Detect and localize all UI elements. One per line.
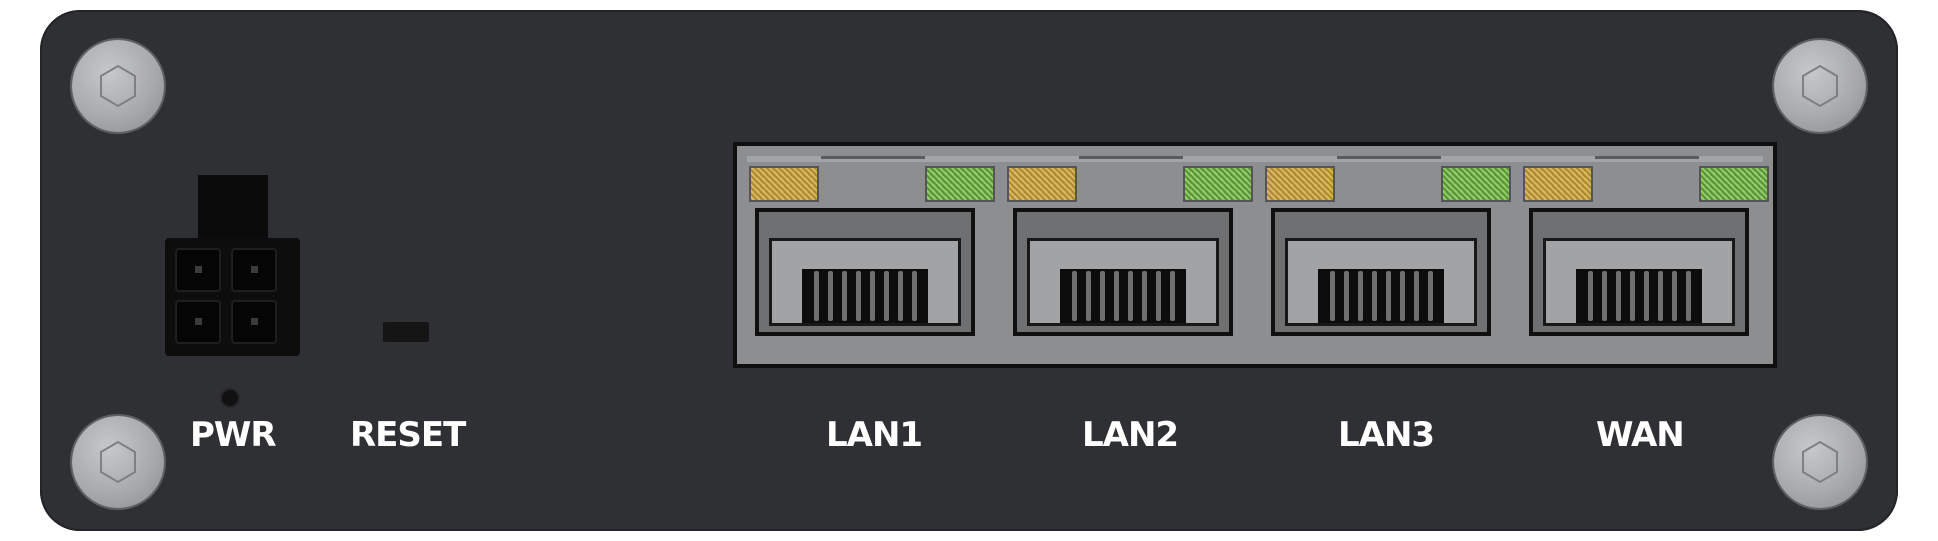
power-led-indicator: [222, 390, 238, 406]
rj45-contact-pin: [1100, 271, 1105, 321]
green-led-indicator: [1699, 166, 1769, 202]
port-lan1[interactable]: [737, 146, 995, 364]
led-divider: [1337, 156, 1441, 170]
green-led-indicator: [1441, 166, 1511, 202]
rj45-contact-pin: [1672, 271, 1677, 321]
port-wan[interactable]: [1511, 146, 1769, 364]
rj45-contact-pin: [1386, 271, 1391, 321]
power-pin: [175, 300, 221, 344]
rj45-contacts: [1576, 269, 1702, 323]
rj45-contact-pin: [1330, 271, 1335, 321]
rj45-jack[interactable]: [1529, 208, 1749, 336]
screw-top-right-icon: [1774, 40, 1866, 132]
lan3-label: LAN3: [1338, 415, 1435, 455]
power-pin: [231, 248, 277, 292]
rj45-contact-pin: [1372, 271, 1377, 321]
rj45-contact-pin: [1128, 271, 1133, 321]
rj45-contact-pin: [856, 271, 861, 321]
rj45-contact-pin: [1142, 271, 1147, 321]
amber-led-indicator: [1265, 166, 1335, 202]
power-connector-latch: [198, 175, 268, 243]
rj45-contact-pin: [1072, 271, 1077, 321]
rj45-contact-pin: [1156, 271, 1161, 321]
rj45-contact-pin: [1428, 271, 1433, 321]
wan-label: WAN: [1596, 415, 1685, 455]
port-lan2[interactable]: [995, 146, 1253, 364]
rj45-contact-pin: [1644, 271, 1649, 321]
rj45-jack[interactable]: [1013, 208, 1233, 336]
rj45-contact-pin: [884, 271, 889, 321]
screw-bottom-left-icon: [72, 416, 164, 508]
power-pin: [231, 300, 277, 344]
power-connector[interactable]: [165, 238, 300, 356]
rj45-contact-pin: [814, 271, 819, 321]
port-lan3[interactable]: [1253, 146, 1511, 364]
rj45-jack-housing: [1285, 238, 1477, 326]
screw-bottom-right-icon: [1774, 416, 1866, 508]
rj45-contact-pin: [870, 271, 875, 321]
rj45-contact-pin: [1170, 271, 1175, 321]
reset-label: RESET: [350, 415, 466, 455]
rj45-contact-pin: [1400, 271, 1405, 321]
port-block-top-edge: [747, 156, 1763, 162]
rj45-jack-housing: [1027, 238, 1219, 326]
rj45-contact-pin: [912, 271, 917, 321]
rj45-contacts: [1318, 269, 1444, 323]
led-divider: [821, 156, 925, 170]
rj45-contact-pin: [1114, 271, 1119, 321]
green-led-indicator: [1183, 166, 1253, 202]
led-divider: [1079, 156, 1183, 170]
rj45-contact-pin: [898, 271, 903, 321]
power-label: PWR: [190, 415, 277, 455]
reset-button[interactable]: [383, 322, 429, 342]
rj45-contact-pin: [842, 271, 847, 321]
amber-led-indicator: [1523, 166, 1593, 202]
rj45-contact-pin: [1658, 271, 1663, 321]
green-led-indicator: [925, 166, 995, 202]
rj45-contact-pin: [1414, 271, 1419, 321]
power-pin: [175, 248, 221, 292]
rj45-jack[interactable]: [1271, 208, 1491, 336]
lan1-label: LAN1: [826, 415, 923, 455]
rj45-contact-pin: [1358, 271, 1363, 321]
rj45-contact-pin: [828, 271, 833, 321]
rj45-contact-pin: [1588, 271, 1593, 321]
rj45-jack[interactable]: [755, 208, 975, 336]
amber-led-indicator: [749, 166, 819, 202]
rj45-contact-pin: [1086, 271, 1091, 321]
rj45-contact-pin: [1602, 271, 1607, 321]
rj45-contact-pin: [1686, 271, 1691, 321]
ethernet-port-block: [733, 142, 1777, 368]
led-divider: [1595, 156, 1699, 170]
rj45-contact-pin: [1344, 271, 1349, 321]
rj45-contacts: [1060, 269, 1186, 323]
rj45-contacts: [802, 269, 928, 323]
rj45-contact-pin: [1616, 271, 1621, 321]
rj45-contact-pin: [1630, 271, 1635, 321]
rj45-jack-housing: [769, 238, 961, 326]
lan2-label: LAN2: [1082, 415, 1179, 455]
rj45-jack-housing: [1543, 238, 1735, 326]
screw-top-left-icon: [72, 40, 164, 132]
amber-led-indicator: [1007, 166, 1077, 202]
